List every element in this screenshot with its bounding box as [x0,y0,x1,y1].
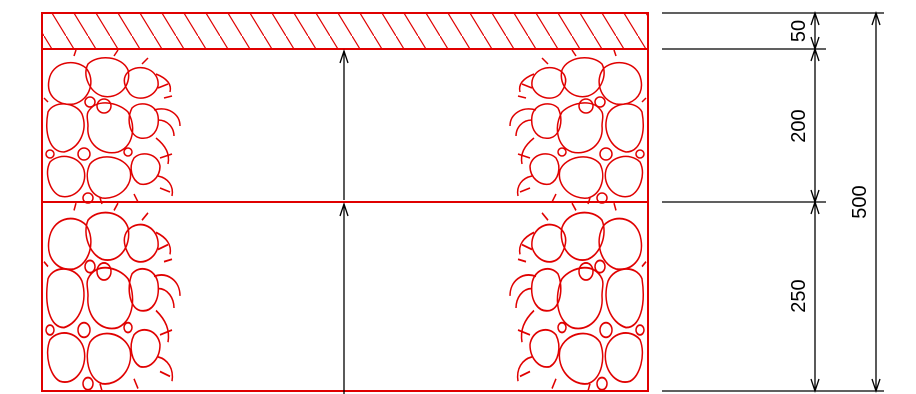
top-layer-hatch [42,13,648,49]
dimension-label-200: 200 [788,109,810,142]
aggregate-texture [43,49,647,392]
dimension-lines [662,10,884,394]
dimension-label-500: 500 [849,185,871,218]
aggregate-cluster-upper-right [509,49,647,205]
section-outline [41,12,649,392]
aggregate-cluster-lower-right [509,202,647,392]
thickness-arrows [339,48,349,394]
aggregate-cluster-upper-left [43,49,181,205]
aggregate-cluster-lower-left [43,202,181,392]
dimension-label-250: 250 [788,279,810,312]
dimension-label-50: 50 [788,20,810,42]
